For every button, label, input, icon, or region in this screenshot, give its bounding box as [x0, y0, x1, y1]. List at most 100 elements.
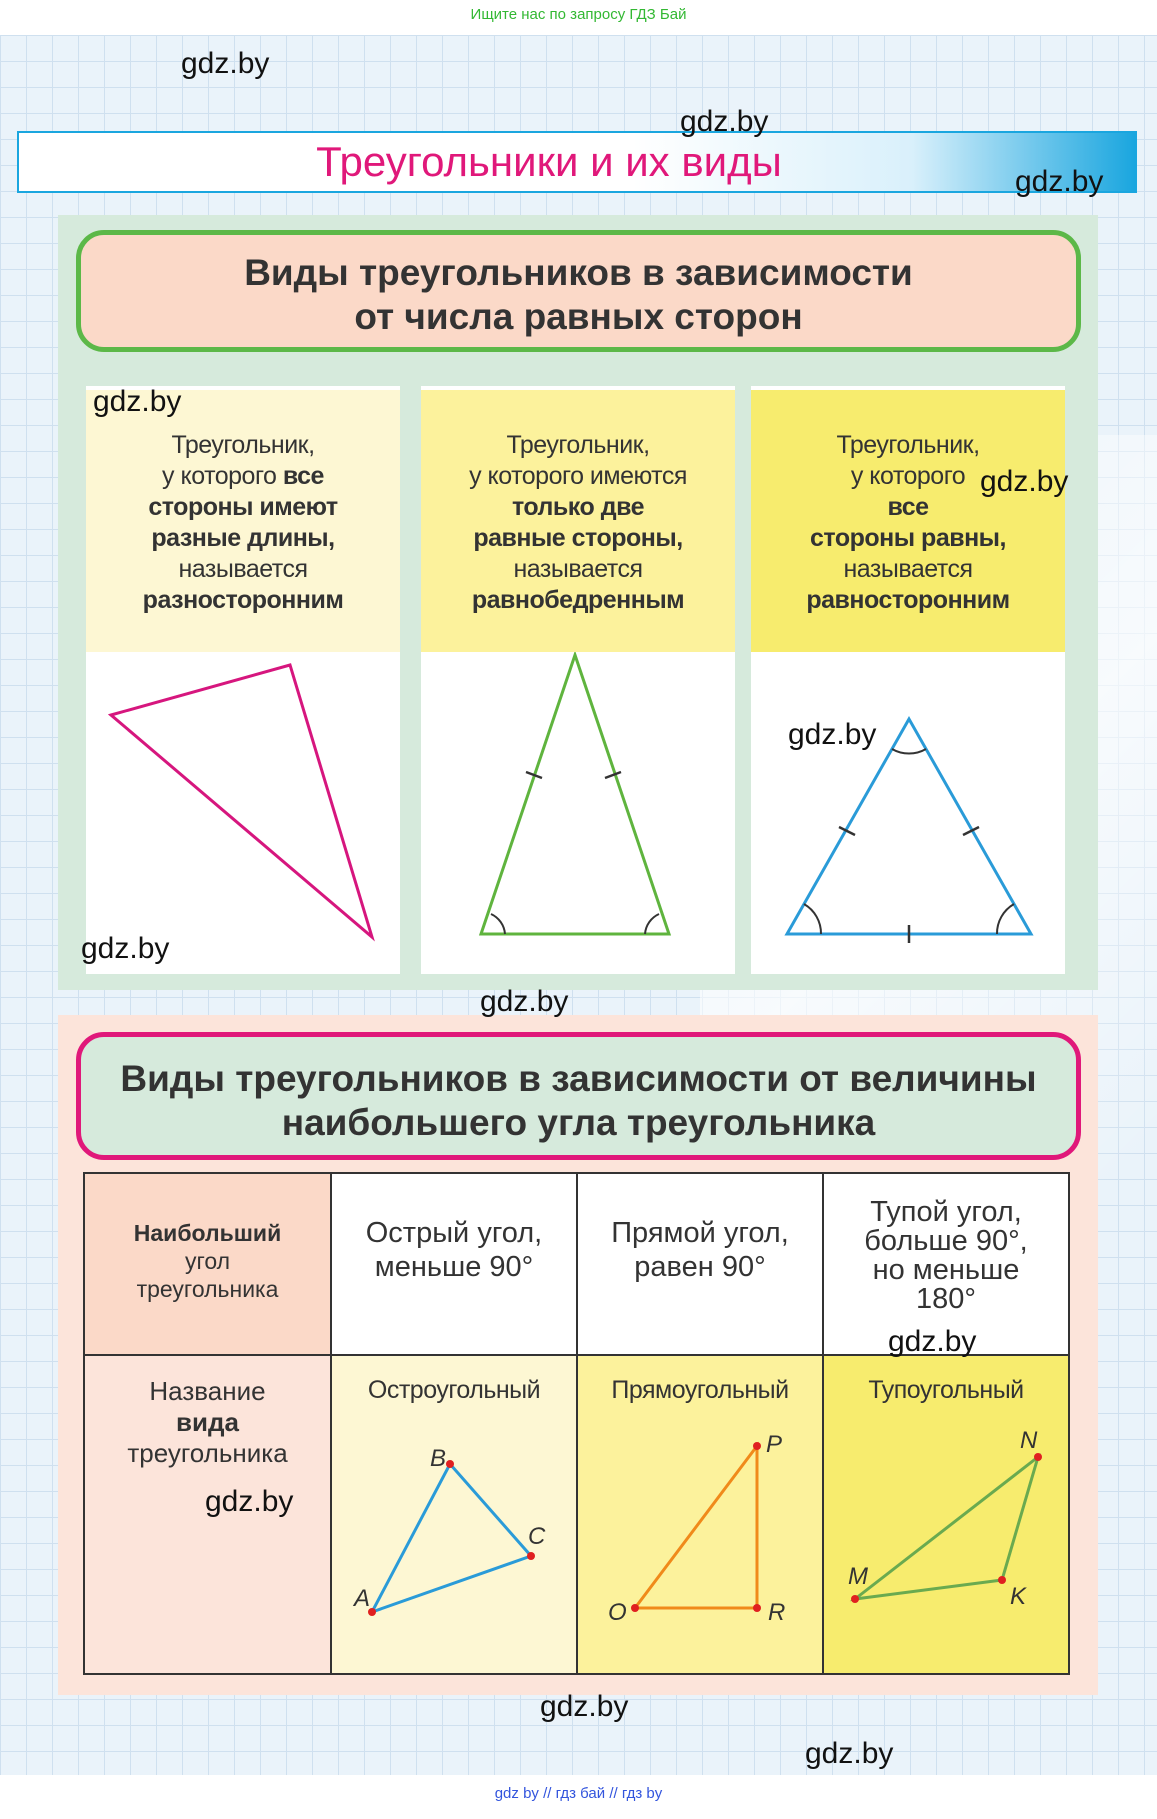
point-n [1034, 1453, 1042, 1461]
angle-arc [803, 903, 823, 935]
right-angle-line: Прямой угол, [611, 1217, 789, 1249]
title-bar: Треугольники и их виды [17, 131, 1137, 193]
card-isosceles: Треугольник, у которого имеются только д… [421, 386, 735, 974]
watermark: gdz.by [788, 718, 877, 751]
card-text-line: все [887, 493, 929, 521]
row2-label-line: треугольника [127, 1438, 288, 1468]
card-text-line: называется [178, 555, 308, 583]
top-banner: Ищите нас по запросу ГДЗ Бай [470, 6, 687, 23]
page-title: Треугольники и их виды [316, 138, 782, 185]
scalene-triangle [107, 663, 375, 942]
watermark: gdz.by [181, 47, 270, 80]
table-cell-right-triangle: Прямоугольный O P R [578, 1356, 824, 1673]
row1-label-line: Наибольший [133, 1220, 282, 1246]
card-text-line: у которого имеются [469, 462, 687, 490]
card-text-part: у которого [162, 462, 277, 490]
row2-label-line: Название [149, 1376, 266, 1406]
card-text-line: только две [511, 493, 645, 521]
card-scalene: Треугольник, у которого все стороны имею… [86, 386, 400, 974]
right-angle-line: равен 90° [634, 1251, 766, 1283]
acute-triangle-figure: A B C [352, 1445, 546, 1616]
watermark: gdz.by [81, 932, 170, 965]
equal-side-tick [838, 825, 856, 837]
obtuse-triangle-figure: M N K [848, 1427, 1042, 1610]
watermark: gdz.by [888, 1325, 977, 1358]
base-angle-arc [644, 913, 660, 935]
acute-triangle-name: Остроугольный [367, 1376, 541, 1404]
label-a: A [352, 1585, 370, 1612]
right-triangle-figure: O P R [608, 1431, 785, 1626]
table-cell-obtuse-angle: Тупой угол, больше 90°, но меньше 180° [824, 1174, 1068, 1356]
card-isosceles-text: Треугольник, у которого имеются только д… [421, 390, 735, 652]
obtuse-triangle-name: Тупоугольный [868, 1376, 1024, 1404]
table-cell-right-angle: Прямой угол, равен 90° [578, 1174, 824, 1356]
watermark: gdz.by [480, 985, 569, 1018]
section1-heading: Виды треугольников в зависимости от числ… [76, 230, 1081, 352]
equal-side-tick [962, 825, 980, 837]
table-cell-row1-label: Наибольший угол треугольника [85, 1174, 332, 1356]
section2-heading-line2: наибольшего угла треугольника [281, 1102, 876, 1143]
watermark: gdz.by [205, 1485, 294, 1518]
bottom-links[interactable]: gdz by // гдз бай // гдз by [494, 1785, 663, 1802]
obtuse-angle-line: Тупой угол, [870, 1196, 1022, 1228]
obtuse-angle-line: больше 90°, [864, 1225, 1028, 1257]
card-scalene-text: Треугольник, у которого все стороны имею… [86, 390, 400, 652]
isosceles-triangle-figure [478, 652, 672, 936]
row2-label-line: вида [176, 1407, 239, 1437]
section1-heading-line1: Виды треугольников в зависимости [244, 252, 913, 293]
isosceles-triangle [478, 652, 672, 936]
angle-arc [995, 903, 1015, 935]
right-triangle-name: Прямоугольный [611, 1376, 789, 1404]
card-equilateral-text: Треугольник, у которого все стороны равн… [751, 390, 1065, 652]
scalene-triangle-figure [107, 663, 375, 942]
point-r [753, 1604, 761, 1612]
card-text-line: Треугольник, [836, 431, 980, 459]
point-k [998, 1576, 1006, 1584]
label-b: B [430, 1445, 446, 1472]
label-m: M [848, 1563, 868, 1590]
point-o [631, 1604, 639, 1612]
acute-angle-line: Острый угол, [365, 1217, 543, 1249]
acute-angle-line: меньше 90° [374, 1251, 534, 1283]
label-p: P [766, 1431, 782, 1458]
watermark: gdz.by [1015, 165, 1104, 198]
angle-arc [891, 748, 927, 755]
card-text-line: стороны имеют [148, 493, 338, 521]
watermark: gdz.by [93, 385, 182, 418]
card-text-line: Треугольник, [171, 431, 315, 459]
card-text-line: разные длины, [151, 524, 335, 552]
acute-triangle [368, 1461, 534, 1615]
obtuse-angle-line: 180° [916, 1283, 976, 1315]
point-c [527, 1552, 535, 1560]
point-m [851, 1595, 859, 1603]
obtuse-triangle [849, 1452, 1041, 1602]
row1-label-line: треугольника [136, 1276, 279, 1302]
point-b [446, 1460, 454, 1468]
card-text-line: у которого [850, 462, 966, 490]
section1-heading-line2: от числа равных сторон [354, 296, 803, 337]
section2-heading: Виды треугольников в зависимости от вели… [76, 1032, 1081, 1160]
table-cell-acute-angle: Острый угол, меньше 90° [332, 1174, 578, 1356]
label-o: O [608, 1599, 627, 1626]
point-p [753, 1442, 761, 1450]
obtuse-angle-line: но меньше [872, 1254, 1020, 1286]
card-text-line: разносторонним [142, 586, 344, 614]
base-angle-arc [490, 913, 506, 935]
row1-label-line: угол [184, 1248, 231, 1274]
label-k: K [1010, 1583, 1027, 1610]
section2-heading-line1: Виды треугольников в зависимости от вели… [120, 1058, 1037, 1099]
watermark: gdz.by [540, 1690, 629, 1723]
label-n: N [1020, 1427, 1038, 1454]
angle-types-table: Наибольший угол треугольника Острый угол… [83, 1172, 1070, 1675]
watermark: gdz.by [680, 105, 769, 138]
equal-side-tick [525, 770, 543, 780]
table-cell-acute-triangle: Остроугольный A B C [332, 1356, 578, 1673]
label-r: R [768, 1599, 785, 1626]
right-triangle [631, 1441, 759, 1610]
watermark: gdz.by [805, 1737, 894, 1770]
equilateral-triangle-figure [784, 715, 1034, 943]
table-cell-obtuse-triangle: Тупоугольный M N K [824, 1356, 1068, 1673]
card-text-part: все [282, 462, 325, 490]
card-equilateral: Треугольник, у которого все стороны равн… [751, 386, 1065, 974]
card-text-line: равносторонним [806, 586, 1010, 614]
